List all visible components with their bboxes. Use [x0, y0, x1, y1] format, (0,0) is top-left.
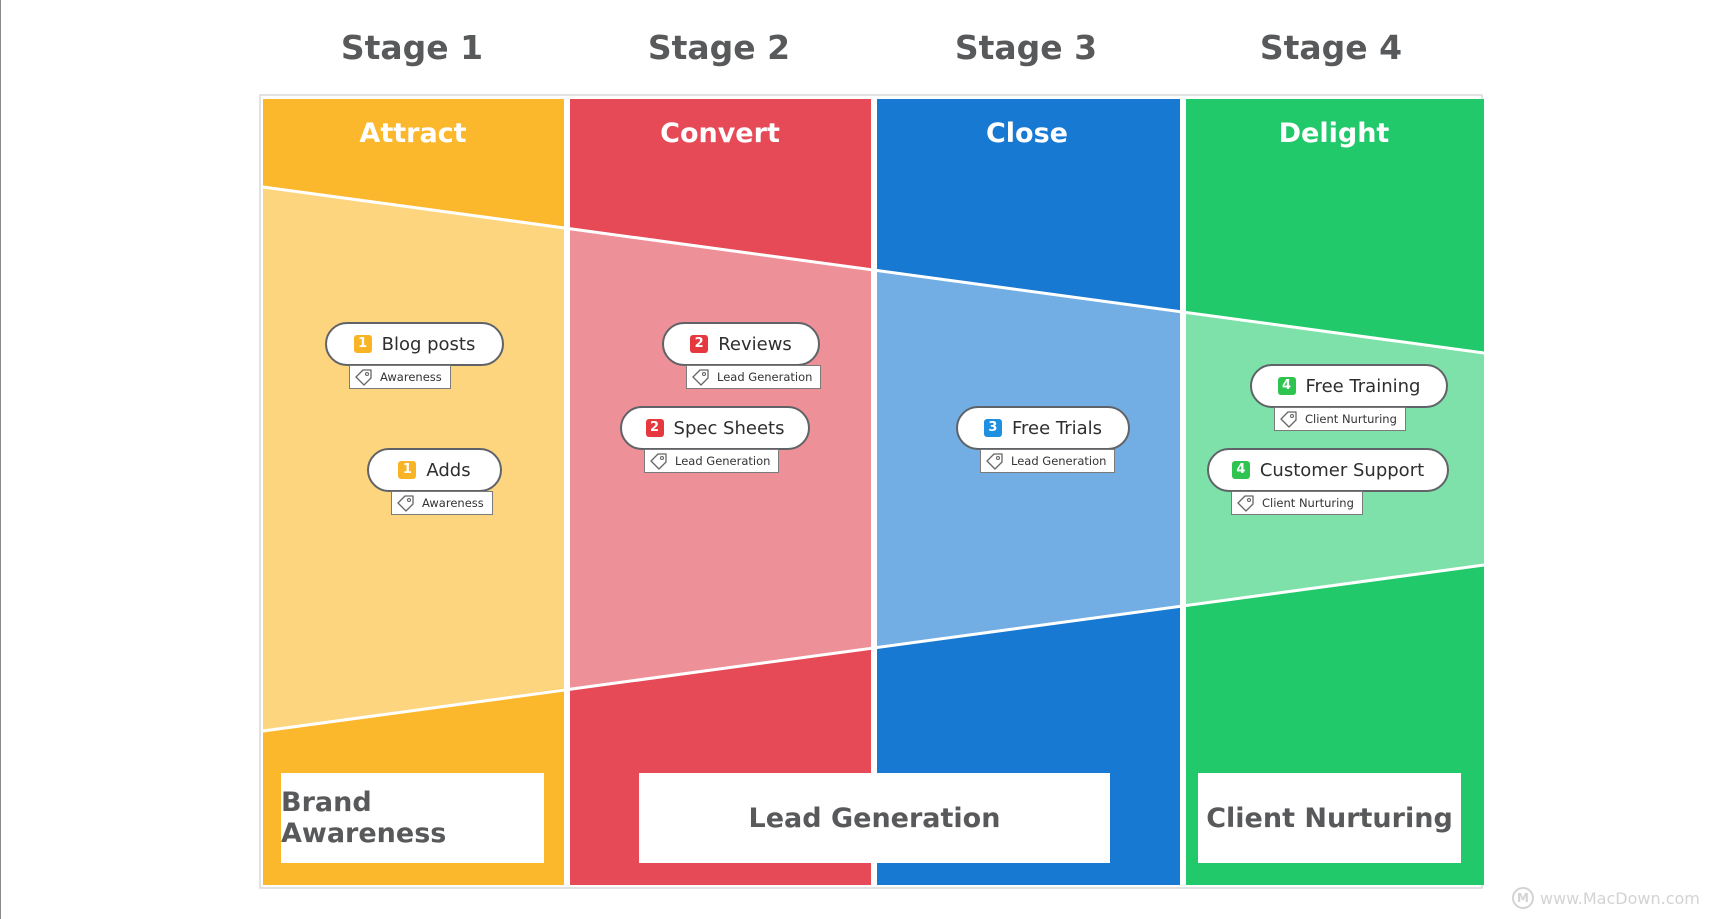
tag-label: Client Nurturing: [1305, 412, 1397, 426]
topic-customer-support[interactable]: 4 Customer Support: [1207, 448, 1449, 492]
tag-icon: [1279, 410, 1299, 428]
tag-lead-generation[interactable]: Lead Generation: [980, 449, 1116, 473]
window-left-border: [0, 0, 1, 919]
macdown-logo-icon: M: [1512, 887, 1534, 909]
tag-label: Client Nurturing: [1262, 496, 1354, 510]
column-delight-title: Delight: [1278, 118, 1390, 149]
tag-icon: [354, 368, 374, 386]
tag-label: Awareness: [380, 370, 442, 384]
priority-1-marker: 1: [398, 461, 417, 479]
tag-label: Lead Generation: [675, 454, 771, 468]
tag-icon: [985, 452, 1005, 470]
topic-spec-sheets[interactable]: 2 Spec Sheets: [620, 406, 810, 450]
watermark: M www.MacDown.com: [1512, 887, 1700, 909]
topic-free-trials[interactable]: 3 Free Trials: [956, 406, 1130, 450]
stage-2-heading: Stage 2: [647, 28, 791, 67]
topic-free-training[interactable]: 4 Free Training: [1250, 364, 1448, 408]
priority-2-marker: 2: [690, 335, 709, 353]
topic-blog-posts[interactable]: 1 Blog posts: [325, 322, 504, 366]
tag-lead-generation[interactable]: Lead Generation: [686, 365, 822, 389]
category-client-nurturing: Client Nurturing: [1198, 773, 1461, 863]
tag-icon: [396, 494, 416, 512]
tag-awareness[interactable]: Awareness: [391, 491, 493, 515]
topic-label: Blog posts: [381, 333, 476, 355]
column-convert-title: Convert: [660, 118, 780, 149]
topic-reviews[interactable]: 2 Reviews: [662, 322, 820, 366]
tag-lead-generation[interactable]: Lead Generation: [644, 449, 780, 473]
topic-adds[interactable]: 1 Adds: [367, 448, 502, 492]
priority-1-marker: 1: [353, 335, 372, 353]
category-lead-generation: Lead Generation: [639, 773, 1110, 863]
topic-label: Spec Sheets: [673, 417, 785, 439]
topic-label: Adds: [426, 459, 471, 481]
funnel-bottom-edge: [262, 563, 1485, 733]
priority-4-marker: 4: [1231, 461, 1250, 479]
stage-1-heading: Stage 1: [340, 28, 484, 67]
tag-client-nurturing[interactable]: Client Nurturing: [1231, 491, 1363, 515]
tag-label: Lead Generation: [1011, 454, 1107, 468]
topic-label: Free Training: [1305, 375, 1421, 397]
tag-label: Lead Generation: [717, 370, 813, 384]
stage-4-heading: Stage 4: [1259, 28, 1403, 67]
column-convert: [570, 99, 871, 885]
priority-2-marker: 2: [645, 419, 664, 437]
watermark-text: www.MacDown.com: [1540, 888, 1700, 908]
tag-icon: [691, 368, 711, 386]
priority-3-marker: 3: [983, 419, 1002, 437]
column-close-title: Close: [985, 118, 1068, 149]
tag-label: Awareness: [422, 496, 484, 510]
column-attract-title: Attract: [359, 118, 467, 149]
topic-label: Free Trials: [1011, 417, 1103, 439]
topic-label: Reviews: [718, 333, 792, 355]
tag-client-nurturing[interactable]: Client Nurturing: [1274, 407, 1406, 431]
category-brand-awareness: Brand Awareness: [281, 773, 544, 863]
funnel-top-edge: [262, 185, 1485, 355]
tag-icon: [649, 452, 669, 470]
tag-icon: [1236, 494, 1256, 512]
priority-4-marker: 4: [1277, 377, 1296, 395]
tag-awareness[interactable]: Awareness: [349, 365, 451, 389]
stage-3-heading: Stage 3: [954, 28, 1098, 67]
topic-label: Customer Support: [1259, 459, 1425, 481]
column-close: [877, 99, 1180, 885]
